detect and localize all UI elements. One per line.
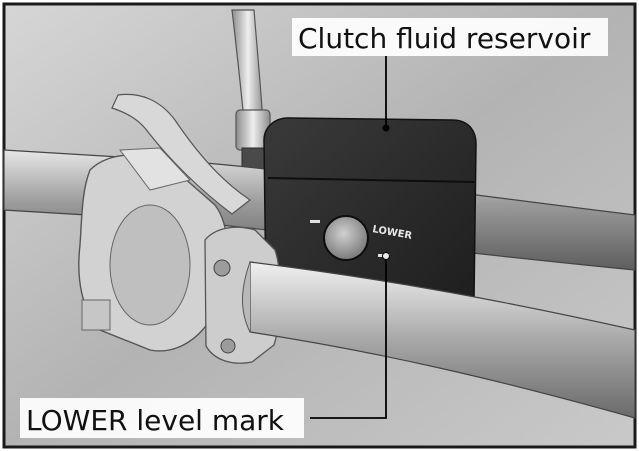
handlebar-front — [249, 261, 636, 419]
sight-window — [323, 215, 369, 261]
lower-mark-callout: LOWER level mark — [26, 404, 285, 437]
reservoir-label-bg — [292, 18, 608, 56]
lower-mark-leader-line — [310, 256, 387, 419]
reservoir-leader-dot — [382, 124, 390, 132]
clutch-lever — [111, 93, 252, 215]
illustration-artwork: LOWER — [3, 9, 636, 419]
reservoir-callout: Clutch fluid reservoir — [298, 22, 591, 55]
leader-lines — [310, 56, 387, 419]
lower-label-bg — [20, 398, 304, 438]
lower-mark-leader-dot — [382, 252, 390, 260]
